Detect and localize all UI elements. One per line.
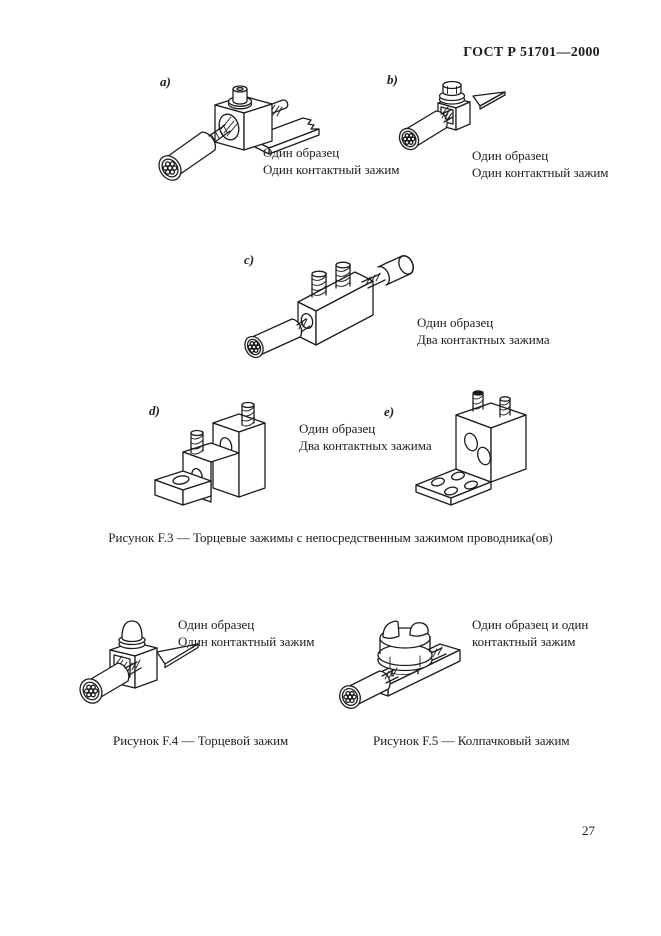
figure-f3-caption: Рисунок F.3 — Торцевые зажимы с непосред… xyxy=(108,530,553,545)
note-line: Один образец и один xyxy=(472,617,589,632)
clamp-screw xyxy=(227,85,253,110)
figure-f4-note: Один образец Один контактный зажим xyxy=(178,616,315,650)
figure-a-note: Один образец Один контактный зажим xyxy=(263,144,400,178)
cap-clamp xyxy=(377,620,433,677)
thread-stud xyxy=(190,429,204,455)
wire-strands xyxy=(162,161,178,175)
thread-stud xyxy=(311,270,327,298)
cable-right xyxy=(361,254,415,289)
hex-bolt xyxy=(438,80,466,105)
note-line: Один образец xyxy=(472,148,549,163)
flag-plate xyxy=(156,643,199,669)
figure-b-note: Один образец Один контактный зажим xyxy=(472,147,609,181)
note-line: Один образец xyxy=(178,617,255,632)
wire-strands xyxy=(247,341,261,353)
wire-strands xyxy=(343,690,357,704)
figure-d-drawing xyxy=(154,401,266,506)
thread-stud xyxy=(472,390,484,412)
figure-f4-caption: Рисунок F.4 — Торцевой зажим xyxy=(113,733,289,748)
figure-f5-drawing xyxy=(339,620,461,709)
figure-d-label: d) xyxy=(149,403,160,418)
thread-stud xyxy=(499,396,511,418)
note-line: Два контактных зажима xyxy=(417,332,550,347)
figure-e-label: e) xyxy=(384,404,395,419)
note-line: Один контактный зажим xyxy=(263,162,400,177)
figure-c-label: c) xyxy=(244,252,255,267)
note-line: Два контактных зажима xyxy=(299,438,432,453)
note-line: Один образец xyxy=(299,421,376,436)
note-line: Один образец xyxy=(417,315,494,330)
figure-b-label: b) xyxy=(387,72,398,87)
figure-c-note: Один образец Два контактных зажима xyxy=(417,314,550,348)
page-number: 27 xyxy=(582,823,595,838)
note-line: контактный зажим xyxy=(472,634,576,649)
clamp-body xyxy=(455,402,527,483)
figure-f5-caption: Рисунок F.5 — Колпачковый зажим xyxy=(373,733,570,748)
thread-stud xyxy=(335,261,351,289)
cable xyxy=(158,124,231,181)
cable xyxy=(339,667,399,709)
base-plate xyxy=(415,468,492,506)
figure-e-drawing xyxy=(415,390,527,506)
standard-header: ГОСТ Р 51701—2000 xyxy=(463,45,600,60)
figure-f5-note: Один образец и один контактный зажим xyxy=(472,616,588,650)
dome-bolt xyxy=(118,620,146,650)
figure-a-drawing xyxy=(158,85,320,181)
figure-a-label: a) xyxy=(160,74,171,89)
note-line: Один образец xyxy=(263,145,340,160)
figure-c-drawing xyxy=(244,254,415,359)
note-line: Один контактный зажим xyxy=(178,634,315,649)
wire-strands xyxy=(402,133,416,145)
figure-b-drawing xyxy=(398,80,506,151)
wire-strands xyxy=(83,684,99,698)
thread-stud xyxy=(241,401,255,427)
figure-de-note: Один образец Два контактных зажима xyxy=(299,420,432,454)
cable xyxy=(398,109,454,151)
cable xyxy=(79,659,142,704)
base-plate xyxy=(154,470,212,506)
note-line: Один контактный зажим xyxy=(472,165,609,180)
flag-plate xyxy=(472,91,506,110)
figure-f4-drawing xyxy=(79,620,199,704)
cable-left xyxy=(244,318,311,359)
